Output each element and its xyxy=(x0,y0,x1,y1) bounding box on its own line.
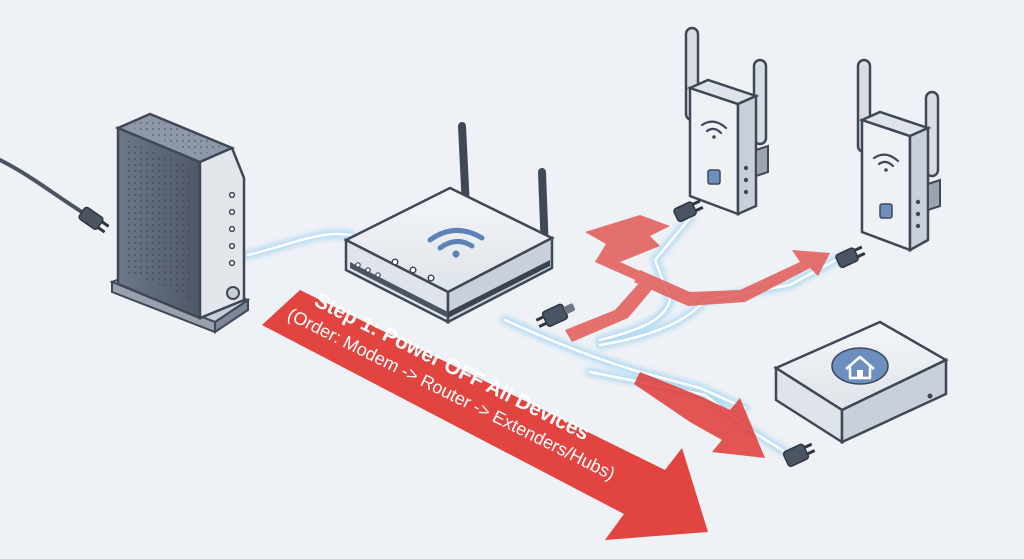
smart-home-hub xyxy=(773,320,949,468)
extender-1-power-plug-icon xyxy=(673,199,704,223)
modem-power-plug-icon xyxy=(78,206,110,234)
modem-power-button xyxy=(226,286,240,300)
extender-1-button xyxy=(707,169,721,185)
router-power-plug-icon xyxy=(535,303,576,328)
arrow-to-extender-2 xyxy=(634,250,830,306)
hub-badge xyxy=(831,347,889,385)
home-icon xyxy=(845,355,875,380)
router-ports xyxy=(355,262,381,278)
wifi-icon xyxy=(700,120,728,139)
arrow-to-extender-1 xyxy=(565,215,670,342)
wifi-icon xyxy=(872,153,900,172)
modem xyxy=(78,112,251,334)
router xyxy=(343,122,576,328)
red-arrows xyxy=(565,215,830,458)
modem-power-cord xyxy=(0,158,84,214)
wifi-extender-1 xyxy=(673,26,769,223)
wifi-extender-2 xyxy=(835,58,941,269)
router-status-leds xyxy=(391,258,435,282)
wifi-icon xyxy=(427,228,485,258)
hub-power-plug-icon xyxy=(782,442,816,468)
hub-status-led xyxy=(927,393,933,399)
instruction-arrow: Step 1: Power OFF All Devices (Order: Mo… xyxy=(262,289,708,540)
modem-status-leds xyxy=(228,191,236,267)
extender-2-button xyxy=(879,203,893,219)
arrow-to-hub xyxy=(634,372,765,458)
extender-2-power-plug-icon xyxy=(835,245,866,269)
